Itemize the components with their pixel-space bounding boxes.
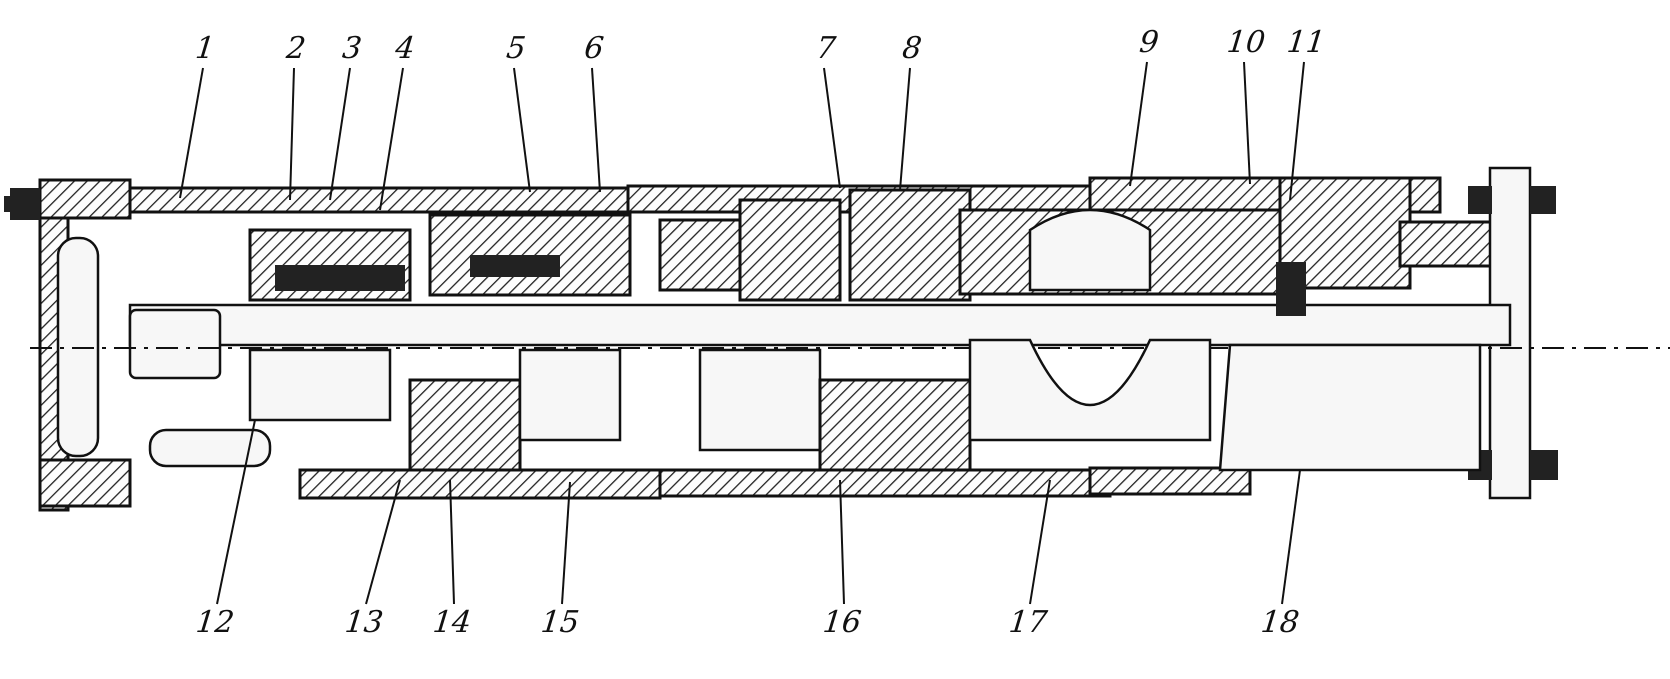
leader-lines <box>179 61 1305 605</box>
lower-housing <box>298 450 1558 500</box>
lower-mechanism <box>148 338 1482 472</box>
upper-mechanism <box>248 188 1306 316</box>
upper-housing <box>128 166 1556 500</box>
